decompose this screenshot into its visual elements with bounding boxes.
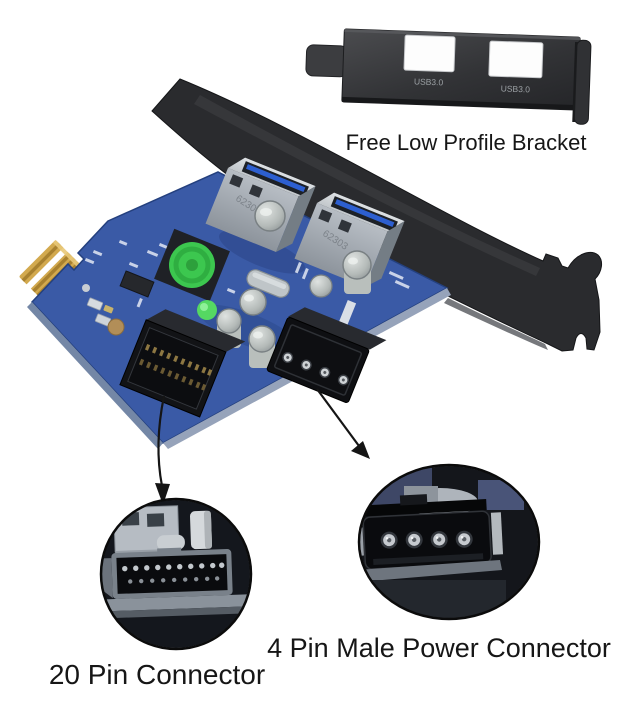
capacitor [239,288,267,316]
usb1-blue-tongue [246,164,306,192]
usb1-dimple-2 [248,184,263,198]
closeup2-pins [380,530,473,549]
passive-components [82,284,125,336]
low-profile-bracket: USB3.0 USB3.0 [305,28,592,125]
closeup2-top-bar [364,499,487,517]
pcb-edge-bottom-left [27,302,163,449]
lp-bracket-left-tab [305,44,349,78]
header-pins [138,343,213,391]
caption-20pin: 20 Pin Connector [49,659,265,690]
header-shroud [127,326,219,410]
green-sticker-center [186,259,198,271]
closeup-20pin [99,497,253,651]
closeup1-board-edge [102,593,250,612]
bracket-sheen [194,95,540,276]
usb2-side-face [364,221,405,288]
lp-bracket-cutout-2 [488,40,544,79]
green-led-highlight [200,303,208,311]
capacitor [309,274,333,298]
closeup-molex [357,463,541,621]
lp-bracket-top-highlight [344,28,581,41]
capacitor [248,325,276,368]
green-sticker-ring [173,246,211,284]
pin-header-20 [119,309,246,418]
closeup1-ring [99,497,253,651]
usb-port-1: 62303 [205,157,316,253]
molex-4pin [266,307,387,403]
capacitor [254,200,286,232]
closeup2-latch-tab [399,494,428,506]
usb1-side-face [275,186,316,253]
closeup1-left-wedge [102,558,113,599]
closeup1-pins-row2 [128,576,220,584]
lp-bracket-flange [573,39,592,125]
lp-bracket-bottom-shade [341,96,578,111]
closeup1-roll [156,534,185,551]
usb2-dimple-1 [318,209,333,223]
crystal-oscillator [246,269,290,298]
molex-top-face [288,307,387,350]
closeup1-board-edge-dark [102,605,250,619]
caption-free-bracket: Free Low Profile Bracket [346,130,587,155]
usb1-front-face [205,167,299,253]
usb1-dimple-1 [229,174,244,188]
pcb-shadow [219,230,305,274]
closeup2-connector [360,494,504,570]
closeup1-shroud-interior [116,554,228,594]
usb2-dimple-2 [337,219,352,233]
capacitor [342,250,372,294]
bracket-fold-highlight [444,298,548,350]
closeup1-capacitor-shade [203,510,213,549]
lp-bracket-body [341,28,581,111]
lp-usb3-label-1: USB3.0 [414,76,444,87]
closeup2-right-strip [490,512,504,555]
main-chip-with-sticker [154,228,230,302]
small-ic [119,270,155,298]
closeup2-board-edge [360,560,502,582]
green-led [197,300,217,320]
lp-bracket-cutout-1 [403,34,456,73]
molex-pins [282,351,349,386]
closeup1-content [102,505,250,619]
closeup2-left-strip [360,527,364,556]
closeup1-pins-row1 [122,562,225,572]
caption-molex: 4 Pin Male Power Connector [267,633,611,663]
header-top-face [146,309,246,353]
closeup2-body-edge [373,553,484,565]
arrow-to-20pin [155,395,170,505]
closeup1-usb-hole [146,513,165,527]
closeup2-ring [357,463,541,621]
arrow-to-molex [316,388,370,459]
usb2-blue-tongue [335,199,395,227]
pcie-key-notch [25,246,70,291]
lp-usb3-label-2: USB3.0 [501,83,531,94]
molex-shroud-rim [274,324,362,396]
